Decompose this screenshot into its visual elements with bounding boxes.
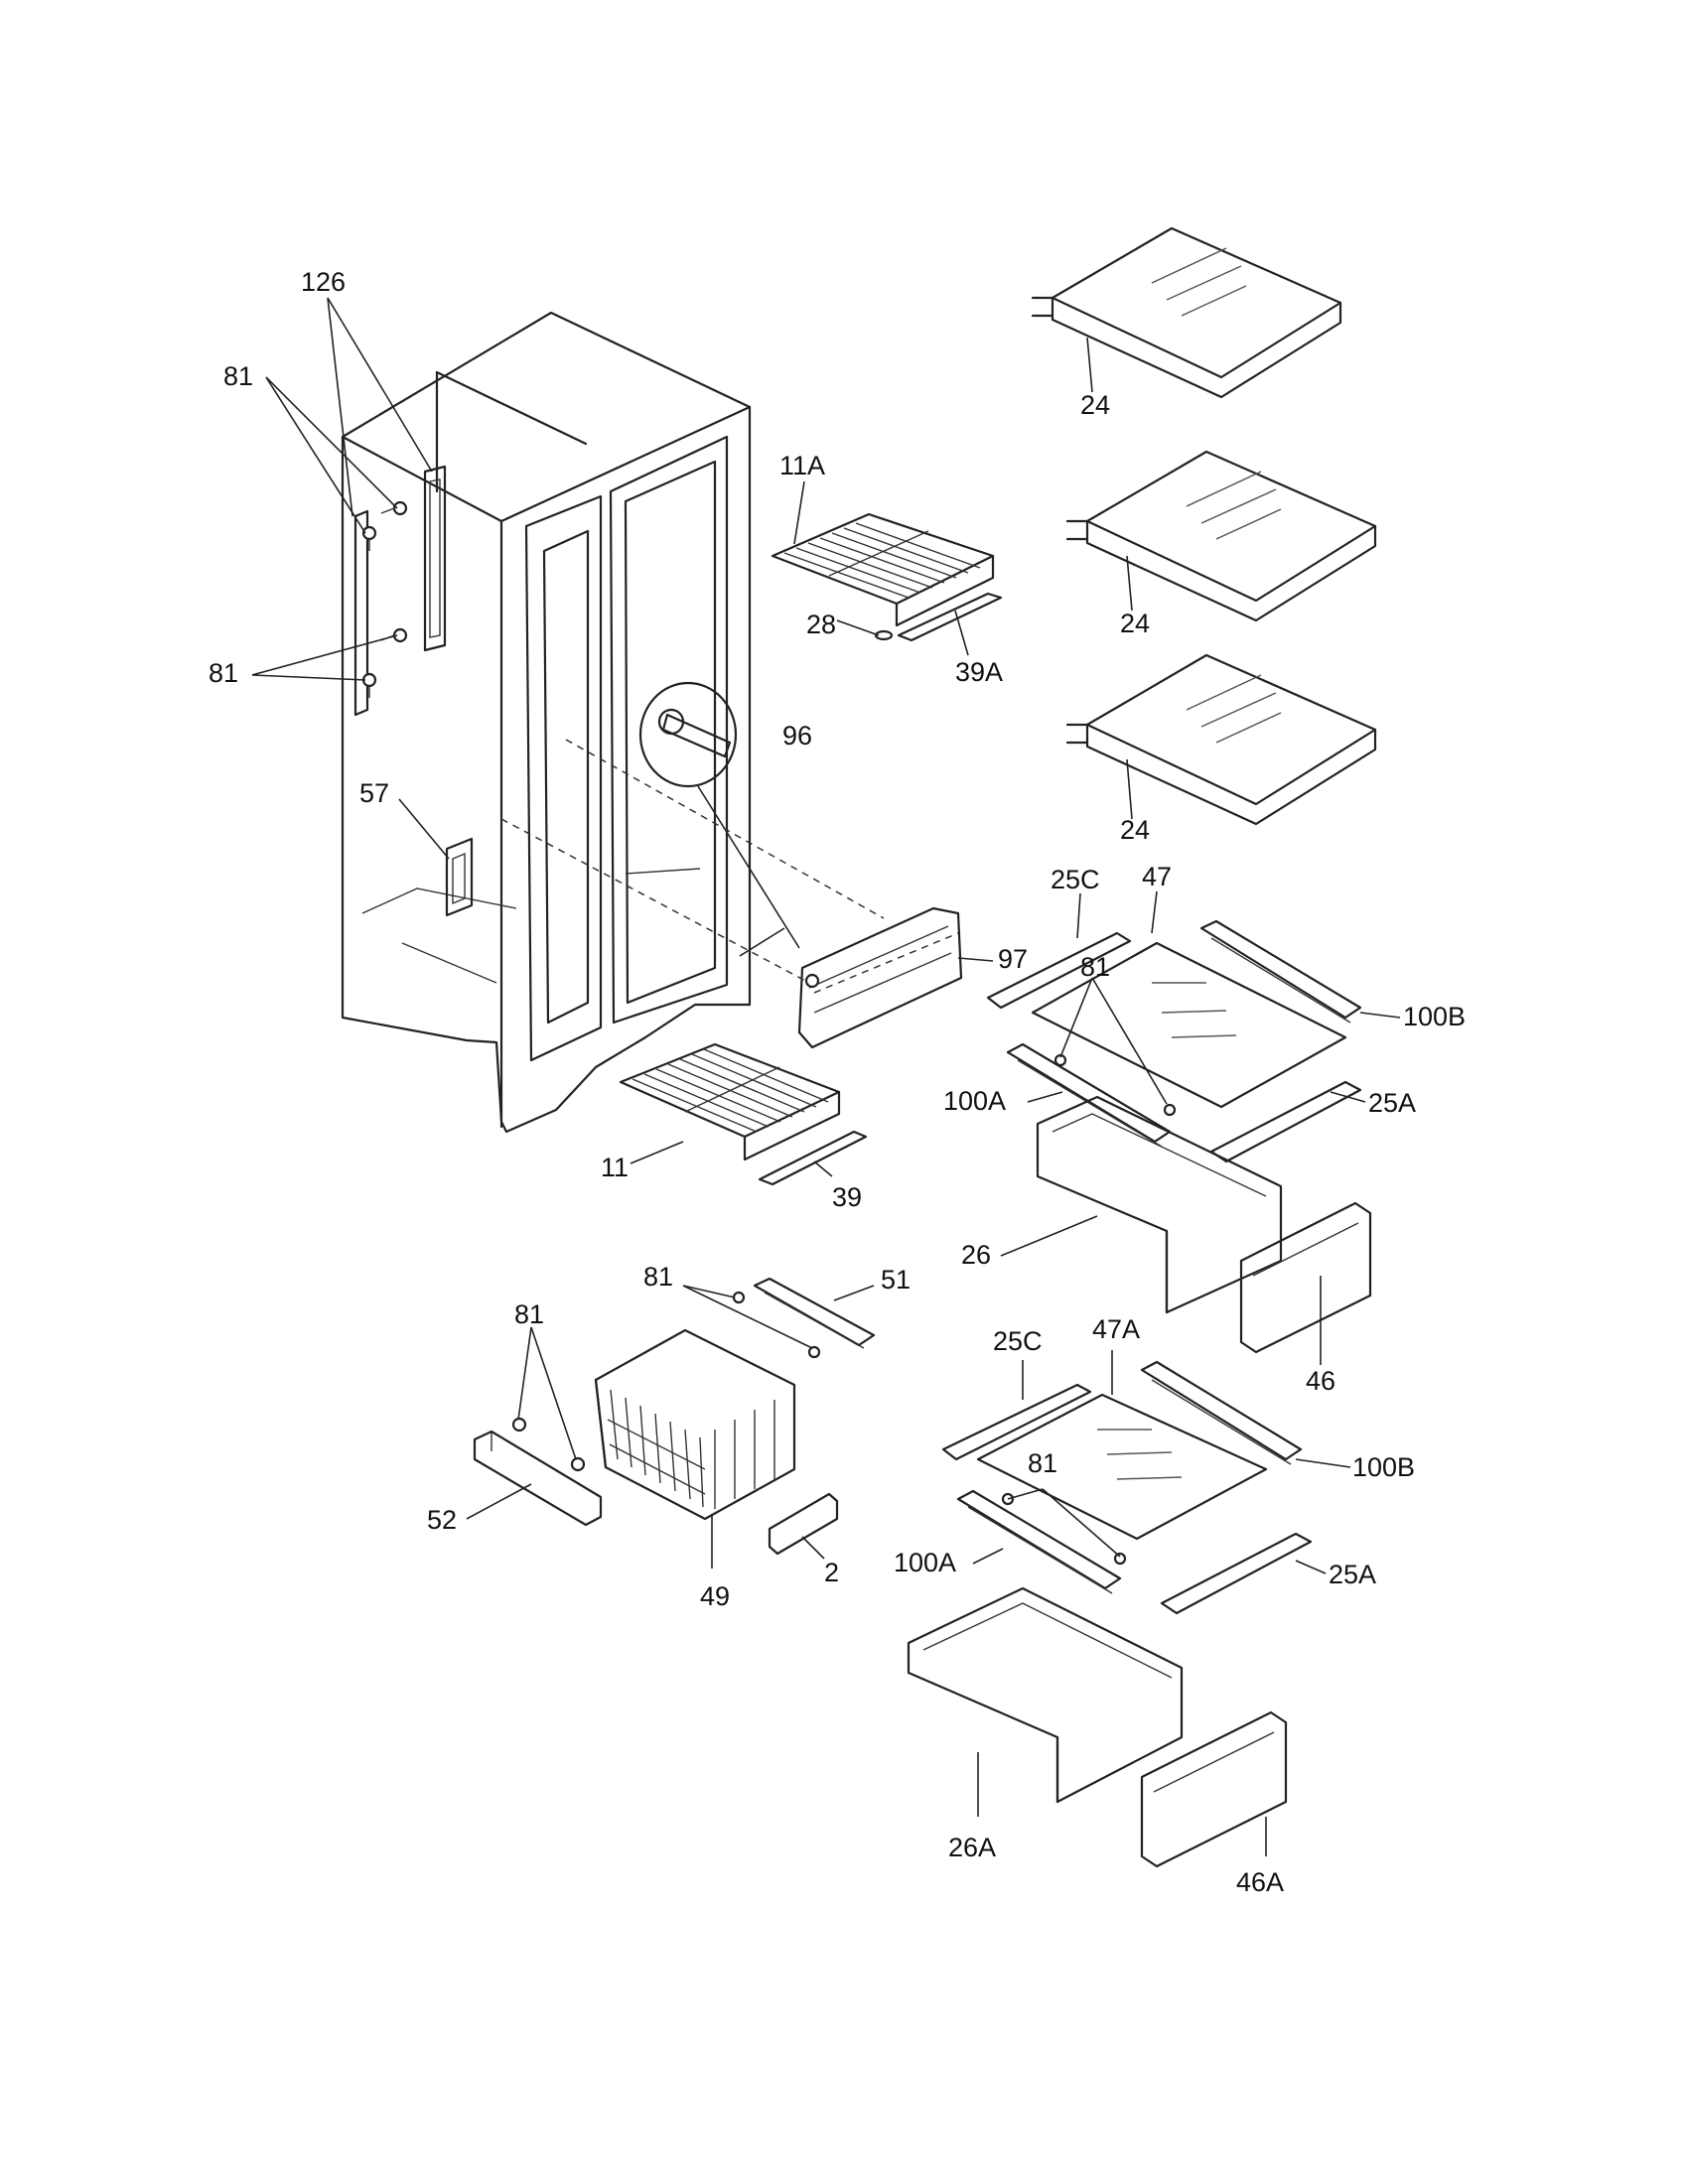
hinge-right bbox=[423, 465, 447, 652]
label-25a: 25A bbox=[1368, 1088, 1416, 1118]
glass-47 bbox=[1031, 941, 1347, 1109]
label-25c: 25C bbox=[1051, 865, 1100, 894]
rail-25c-upper bbox=[986, 931, 1132, 1010]
hinge-left bbox=[353, 509, 369, 717]
projection-lines bbox=[500, 739, 959, 994]
rail-100a-lower bbox=[956, 1489, 1122, 1594]
label-2: 2 bbox=[824, 1558, 839, 1587]
label-46: 46 bbox=[1306, 1366, 1335, 1396]
label-39: 39 bbox=[832, 1182, 862, 1212]
label-51: 51 bbox=[881, 1265, 911, 1295]
cover-46 bbox=[1239, 1201, 1372, 1354]
label-81: 81 bbox=[223, 361, 253, 391]
wire-shelf-11a bbox=[771, 512, 995, 627]
cabinet-body bbox=[341, 311, 752, 1134]
label-24: 24 bbox=[1120, 815, 1150, 845]
screws-81-lower bbox=[1001, 1492, 1127, 1566]
glass-47a bbox=[976, 1393, 1268, 1541]
track-97 bbox=[797, 906, 963, 1049]
rail-100b-upper bbox=[1199, 919, 1362, 1024]
label-100a: 100A bbox=[943, 1086, 1006, 1116]
rail-25a-lower bbox=[1160, 1532, 1313, 1615]
wire-shelf-11 bbox=[619, 1042, 841, 1161]
screws-81-freezer bbox=[511, 1291, 821, 1472]
crisper-26a bbox=[907, 1586, 1184, 1804]
label-97: 97 bbox=[998, 944, 1028, 974]
part-labels: 126 81 81 57 11A 28 39A 96 97 11 39 24 2… bbox=[209, 267, 1466, 1897]
glass-shelf-24-mid bbox=[1065, 450, 1377, 622]
rail-25c-lower bbox=[941, 1383, 1092, 1461]
detail-96 bbox=[638, 681, 800, 949]
rail-52 bbox=[473, 1430, 603, 1527]
label-57: 57 bbox=[359, 778, 389, 808]
label-26a: 26A bbox=[948, 1833, 996, 1862]
pin-28 bbox=[874, 629, 894, 641]
latch-57 bbox=[445, 837, 474, 917]
label-47a: 47A bbox=[1092, 1314, 1140, 1344]
label-52: 52 bbox=[427, 1505, 457, 1535]
screw-icon bbox=[361, 500, 408, 698]
label-47: 47 bbox=[1142, 862, 1172, 891]
label-81: 81 bbox=[514, 1299, 544, 1329]
rail-100b-lower bbox=[1140, 1360, 1303, 1465]
label-100a: 100A bbox=[894, 1548, 956, 1577]
label-24: 24 bbox=[1080, 390, 1110, 420]
label-28: 28 bbox=[806, 610, 836, 639]
label-81: 81 bbox=[1028, 1448, 1057, 1478]
label-81: 81 bbox=[643, 1262, 673, 1292]
basket-49 bbox=[594, 1328, 796, 1521]
label-39a: 39A bbox=[955, 657, 1003, 687]
glass-shelf-24-top bbox=[1031, 226, 1342, 399]
label-49: 49 bbox=[700, 1581, 730, 1611]
label-25c: 25C bbox=[993, 1326, 1043, 1356]
label-81: 81 bbox=[1080, 952, 1110, 982]
label-81: 81 bbox=[209, 658, 238, 688]
crisper-26 bbox=[1036, 1095, 1283, 1314]
label-11: 11 bbox=[601, 1153, 629, 1182]
label-96: 96 bbox=[782, 721, 812, 751]
label-100b: 100B bbox=[1352, 1452, 1415, 1482]
cover-46a bbox=[1140, 1710, 1288, 1868]
label-126: 126 bbox=[301, 267, 346, 297]
label-26: 26 bbox=[961, 1240, 991, 1270]
rail-100a-upper bbox=[1006, 1042, 1172, 1148]
label-100b: 100B bbox=[1403, 1002, 1466, 1031]
label-46a: 46A bbox=[1236, 1867, 1284, 1897]
part-2 bbox=[768, 1492, 839, 1556]
label-24: 24 bbox=[1120, 609, 1150, 638]
rail-51 bbox=[753, 1277, 876, 1349]
rail-39a bbox=[897, 592, 1003, 642]
glass-shelf-24-low bbox=[1065, 653, 1377, 826]
label-11a: 11A bbox=[779, 451, 825, 480]
rail-39 bbox=[758, 1130, 868, 1186]
leader-lines bbox=[251, 297, 1401, 1856]
label-25a: 25A bbox=[1329, 1560, 1376, 1589]
